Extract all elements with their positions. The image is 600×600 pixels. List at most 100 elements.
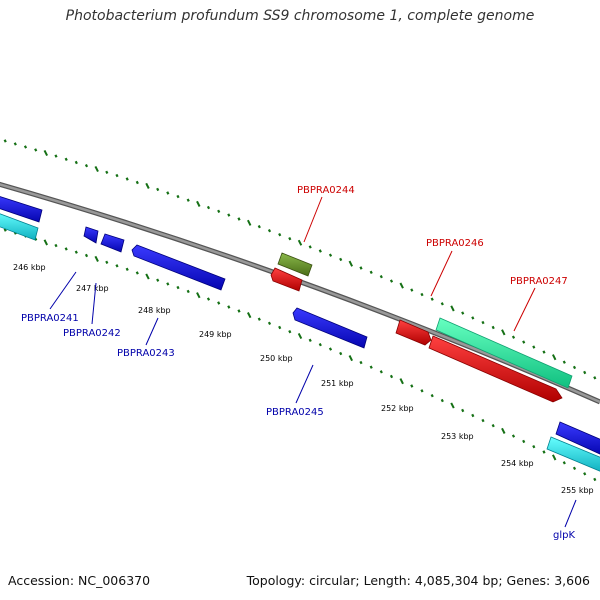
inner-ruler-tick bbox=[542, 450, 546, 454]
feature-PBPRA0241-top[interactable] bbox=[0, 195, 43, 223]
outer-ruler-tick bbox=[379, 275, 383, 279]
inner-ruler-tick bbox=[522, 439, 526, 444]
inner-ruler-tick bbox=[562, 461, 566, 465]
inner-ruler-tick bbox=[94, 255, 99, 262]
inner-ruler-tick bbox=[64, 247, 68, 251]
leader-PBPRA0246 bbox=[430, 250, 453, 297]
outer-ruler-tick bbox=[572, 365, 577, 370]
inner-ruler-tick bbox=[186, 289, 190, 294]
kbp-label-249: 249 kbp bbox=[199, 330, 232, 339]
outer-ruler-tick bbox=[257, 225, 261, 229]
outer-ruler-tick bbox=[511, 335, 516, 339]
outer-ruler-tick bbox=[562, 360, 566, 364]
outer-ruler-tick bbox=[389, 279, 394, 283]
outer-ruler-tick bbox=[450, 305, 455, 312]
kbp-label-250: 250 kbp bbox=[260, 354, 293, 363]
outer-ruler-tick bbox=[328, 253, 333, 257]
outer-ruler-tick bbox=[348, 260, 353, 267]
outer-ruler-tick bbox=[430, 297, 434, 301]
outer-ruler-tick bbox=[288, 237, 292, 241]
inner-ruler-tick bbox=[440, 398, 444, 403]
inner-ruler-tick bbox=[115, 264, 119, 268]
outer-ruler-tick bbox=[501, 329, 506, 336]
inner-ruler-tick bbox=[196, 292, 201, 299]
inner-ruler-tick bbox=[450, 402, 455, 409]
outer-ruler-tick bbox=[186, 198, 190, 202]
inner-ruler-tick bbox=[430, 394, 434, 398]
outer-ruler-tick bbox=[156, 187, 160, 192]
inner-ruler-tick bbox=[156, 278, 160, 282]
outer-ruler-tick bbox=[339, 257, 343, 262]
inner-ruler-tick bbox=[471, 413, 475, 418]
inner-ruler-tick bbox=[410, 384, 414, 388]
inner-ruler-tick bbox=[267, 321, 272, 325]
leader-PBPRA0243 bbox=[145, 317, 159, 346]
outer-ruler-tick bbox=[552, 354, 557, 361]
outer-ruler-tick bbox=[593, 376, 597, 380]
feature-glpK[interactable] bbox=[555, 421, 600, 455]
feature-cyan-left[interactable] bbox=[0, 212, 39, 241]
leader-PBPRA0247 bbox=[513, 287, 536, 332]
inner-ruler-tick bbox=[308, 338, 312, 342]
outer-ruler-tick bbox=[105, 170, 109, 174]
outer-ruler-tick bbox=[166, 191, 170, 195]
outer-ruler-tick bbox=[440, 302, 444, 306]
inner-ruler-tick bbox=[166, 282, 170, 286]
outer-ruler-tick bbox=[115, 173, 119, 178]
outer-ruler-tick bbox=[145, 182, 150, 189]
inner-ruler-tick bbox=[511, 434, 516, 438]
inner-ruler-tick bbox=[54, 243, 58, 248]
outer-ruler-tick bbox=[206, 205, 211, 210]
feature-PBPRA0242-b[interactable] bbox=[100, 233, 125, 253]
accession-text: Accession: NC_006370 bbox=[8, 573, 151, 588]
gene-label-glpK[interactable]: glpK bbox=[553, 530, 575, 541]
inner-ruler-tick bbox=[105, 260, 109, 264]
inner-ruler-tick bbox=[572, 466, 577, 470]
outer-ruler-tick bbox=[297, 239, 303, 246]
gene-label-PBPRA0242[interactable]: PBPRA0242 bbox=[63, 328, 121, 339]
outer-ruler-tick bbox=[491, 325, 495, 330]
inner-ruler-tick bbox=[399, 378, 404, 385]
inner-ruler-tick bbox=[125, 267, 129, 271]
gene-label-PBPRA0244[interactable]: PBPRA0244 bbox=[297, 185, 355, 196]
feature-cyan-right[interactable] bbox=[546, 436, 600, 472]
inner-ruler-tick bbox=[74, 250, 78, 254]
feature-red-long[interactable] bbox=[428, 335, 563, 403]
inner-ruler-tick bbox=[247, 312, 252, 319]
feature-PBPRA0242-a[interactable] bbox=[83, 226, 99, 244]
leader-glpK bbox=[564, 499, 577, 528]
inner-ruler-tick bbox=[583, 472, 587, 476]
gene-label-PBPRA0241[interactable]: PBPRA0241 bbox=[21, 313, 79, 324]
feature-PBPRA0246[interactable] bbox=[395, 319, 432, 346]
outer-ruler-tick bbox=[308, 245, 312, 249]
feature-PBPRA0245[interactable] bbox=[292, 307, 368, 349]
feature-PBPRA0243[interactable] bbox=[131, 244, 226, 291]
inner-ruler-tick bbox=[359, 360, 363, 365]
outer-ruler-tick bbox=[420, 292, 424, 297]
gene-label-PBPRA0245[interactable]: PBPRA0245 bbox=[266, 407, 324, 418]
inner-ruler-tick bbox=[420, 389, 424, 393]
outer-ruler-tick bbox=[176, 194, 180, 199]
feature-PBPRA0244[interactable] bbox=[277, 252, 313, 277]
gene-label-PBPRA0247[interactable]: PBPRA0247 bbox=[510, 276, 568, 287]
inner-ruler-tick bbox=[176, 285, 180, 290]
kbp-label-247: 247 kbp bbox=[76, 284, 109, 293]
feature-PBPRA0247[interactable] bbox=[435, 317, 573, 389]
kbp-label-253: 253 kbp bbox=[441, 432, 474, 441]
inner-ruler-tick bbox=[217, 301, 221, 305]
inner-ruler-tick bbox=[288, 330, 292, 334]
inner-ruler-tick bbox=[206, 297, 211, 301]
feature-PBPRA0244-red[interactable] bbox=[270, 267, 303, 292]
inner-ruler-tick bbox=[318, 343, 322, 347]
outer-ruler-tick bbox=[54, 154, 58, 158]
inner-ruler-tick bbox=[257, 317, 261, 321]
outer-ruler-tick bbox=[74, 160, 78, 165]
outer-ruler-tick bbox=[34, 148, 38, 152]
gene-label-PBPRA0246[interactable]: PBPRA0246 bbox=[426, 238, 484, 249]
leader-PBPRA0245 bbox=[295, 364, 314, 404]
outer-ruler-tick bbox=[227, 213, 231, 217]
outer-ruler-tick bbox=[3, 139, 7, 143]
outer-ruler-tick bbox=[410, 288, 414, 292]
inner-ruler-tick bbox=[328, 347, 333, 351]
gene-label-PBPRA0243[interactable]: PBPRA0243 bbox=[117, 348, 175, 359]
